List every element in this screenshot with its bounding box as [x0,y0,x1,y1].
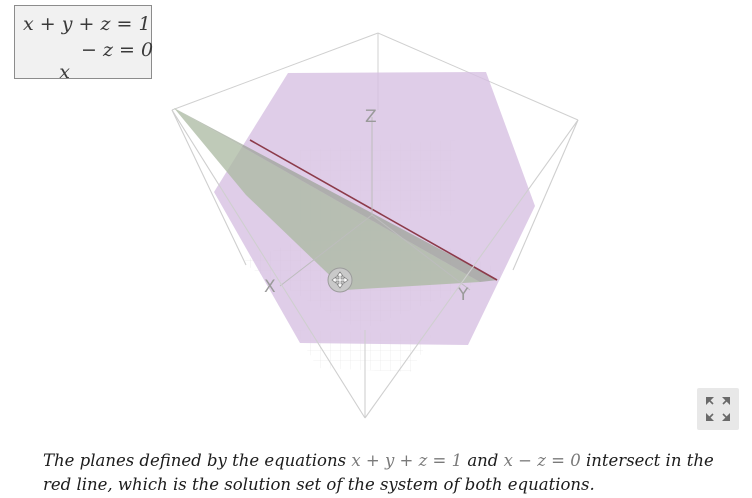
caption-equation-2: x − z = 0 [503,451,581,470]
axis-label-x: X [264,277,276,297]
move-arrows-icon[interactable] [327,267,353,293]
3d-viewer[interactable]: Z X Y x + y + z = 1 x − z = 0 [0,0,752,440]
axis-label-z: Z [365,107,377,127]
caption-equation-1: x + y + z = 1 [351,451,463,470]
figure-caption: The planes defined by the equations x + … [43,449,723,497]
equation-box: x + y + z = 1 x − z = 0 [14,5,153,83]
bounding-box-front [171,109,579,419]
plane-x-minus-z-top [174,108,498,282]
caption-text-1: The planes defined by the equations [43,451,352,470]
equation-2-right: − z = 0 [81,39,154,61]
axes [279,117,471,291]
equation-2: x − z = 0 [23,39,153,127]
equation-1: x + y + z = 1 [23,13,151,35]
caption-text-2: and [462,451,504,470]
plane-x-minus-z [174,108,480,290]
caption-text-3: intersect in the red line, which is the … [43,451,714,494]
equation-2-left: x [59,61,70,83]
expand-icon [706,397,730,421]
axis-label-y: Y [457,285,469,305]
3d-scene[interactable]: Z X Y [0,0,752,440]
fullscreen-button[interactable] [697,388,739,430]
intersection-line [249,139,498,281]
